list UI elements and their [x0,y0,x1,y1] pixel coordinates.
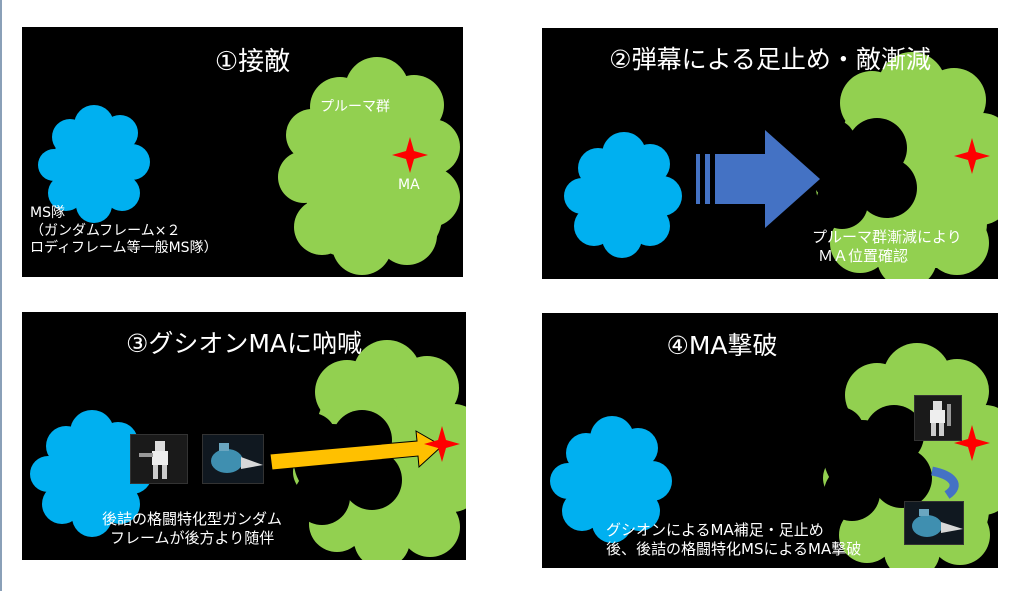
charge-arrow-icon [269,430,443,471]
enemy-cloud [278,57,460,275]
enemy-group-label: プルーマ群 [320,99,390,115]
gusion-photo [202,434,264,484]
panel-1-title: ①接敵 [214,47,291,77]
panel-2-caption-line-2: ＭＡ位置確認 [818,246,909,265]
ms-squad-label-line-3: ロディフレーム等一般MS隊） [30,240,218,256]
barrage-arrow-icon [696,130,820,228]
ally-cloud [38,105,150,223]
panel-3-caption-line-1: 後詰の格闘特化型ガンダム [102,510,283,528]
panel-1-art [38,57,460,275]
cleared-area [808,118,917,229]
cleared-area [816,405,932,521]
panel-4-caption-line-1: グシオンによるMA補足・足止め [606,521,824,539]
panel-4-caption: グシオンによるMA補足・足止め 後、後詰の格闘特化MSによるMA撃破 [606,521,861,559]
panel-3-caption: 後詰の格闘特化型ガンダム フレームが後方より随伴 [102,510,282,548]
ma-label: MA [398,177,420,193]
panel-4-ma-destroyed: ④MA撃破 グシオンによるMA補足・足止め 後、後詰の格闘特化MSによるMA撃破 [542,313,998,568]
panel-2-art [564,52,998,279]
panel-3-caption-line-2: フレームが後方より随伴 [110,528,275,547]
panel-3-art [30,340,466,560]
ma-star-icon [954,138,990,174]
ms-squad-label-line-1: MS隊 [30,205,65,221]
panel-1-contact: ①接敵 プルーマ群 MA MS隊 （ガンダムフレーム×２ ロディフレーム等一般M… [22,27,463,277]
panel-2-barrage: ②弾幕による足止め・敵漸減 プルーマ群漸減により ＭＡ位置確認 [542,28,998,279]
panel-2-caption-line-1: プルーマ群漸減により [812,228,962,246]
gundam-frame-photo [914,395,962,441]
ma-star-icon [424,426,460,462]
ally-cloud [550,416,672,543]
panel-4-caption-line-2: 後、後詰の格闘特化MSによるMA撃破 [606,539,862,558]
ms-squad-label: MS隊 （ガンダムフレーム×２ ロディフレーム等一般MS隊） [30,205,218,258]
panel-4-art [550,343,998,568]
gusion-photo [904,501,964,545]
ally-cloud [564,132,682,258]
panel-2-caption: プルーマ群漸減により ＭＡ位置確認 [812,228,962,266]
ally-cloud [30,410,152,537]
panel-2-title: ②弾幕による足止め・敵漸減 [609,45,931,74]
panel-4-title: ④MA撃破 [666,331,778,360]
gundam-frame-photo [130,434,188,484]
panel-3-charge: ③グシオンMAに吶喊 後詰の格闘特化型ガンダム フレームが後方より随伴 [22,312,466,560]
curved-arrow-icon [930,466,959,499]
panel-3-title: ③グシオンMAに吶喊 [125,329,363,358]
ma-star-icon [392,137,428,173]
ma-star-icon [954,425,990,461]
ms-squad-label-line-2: （ガンダムフレーム×２ [30,222,181,239]
page-left-border [0,0,2,591]
